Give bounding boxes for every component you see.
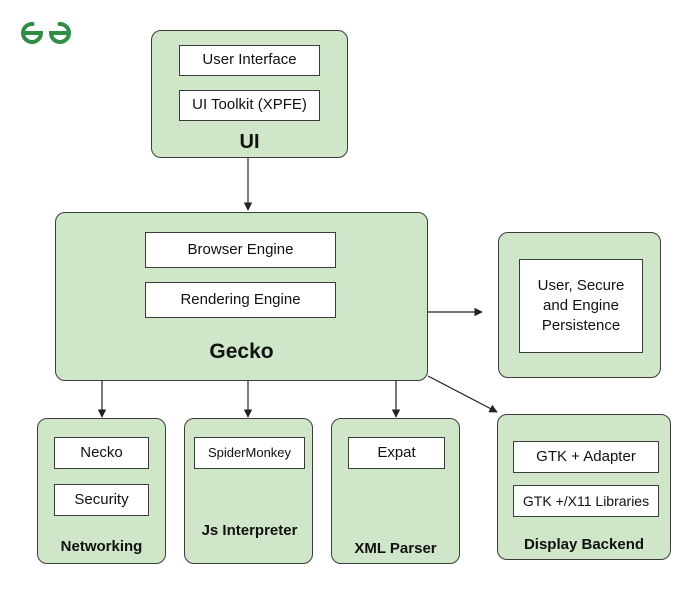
expat-label: Expat — [377, 443, 416, 461]
spidermonkey-label: SpiderMonkey — [207, 445, 292, 461]
networking-group: Necko Security Networking — [37, 418, 166, 564]
expat-box: Expat — [348, 437, 445, 469]
xml-parser-group-label: XML Parser — [354, 540, 437, 557]
browser-engine-label: Browser Engine — [187, 240, 294, 258]
rendering-engine-box: Rendering Engine — [145, 282, 336, 318]
gecko-group: Browser Engine Rendering Engine Gecko — [55, 212, 428, 381]
display-backend-group: GTK + Adapter GTK +/X11 Libraries Displa… — [497, 414, 671, 560]
gtk-adapter-label: GTK + Adapter — [536, 447, 636, 465]
persistence-group: User, Secure and Engine Persistence — [498, 232, 661, 378]
gtk-adapter-box: GTK + Adapter — [513, 441, 659, 473]
persistence-label: User, Secure and Engine Persistence — [537, 276, 625, 335]
browser-engine-box: Browser Engine — [145, 232, 336, 268]
xml-parser-group: Expat XML Parser — [331, 418, 460, 564]
networking-group-label: Networking — [60, 538, 143, 555]
gecko-group-label: Gecko — [209, 340, 274, 363]
security-label: Security — [74, 490, 129, 508]
ui-group: User Interface UI Toolkit (XPFE) UI — [151, 30, 348, 158]
spidermonkey-box: SpiderMonkey — [194, 437, 305, 469]
rendering-engine-label: Rendering Engine — [180, 290, 301, 308]
necko-label: Necko — [80, 443, 123, 461]
ui-toolkit-box: UI Toolkit (XPFE) — [179, 90, 320, 121]
display-backend-group-label: Display Backend — [523, 536, 645, 553]
persistence-box: User, Secure and Engine Persistence — [519, 259, 643, 353]
gfg-logo-icon — [20, 18, 72, 53]
security-box: Security — [54, 484, 149, 516]
ui-group-label: UI — [239, 131, 260, 153]
ui-toolkit-label: UI Toolkit (XPFE) — [192, 96, 307, 114]
gtk-x11-libraries-label: GTK +/X11 Libraries — [522, 492, 650, 509]
necko-box: Necko — [54, 437, 149, 469]
user-interface-box: User Interface — [179, 45, 320, 76]
user-interface-label: User Interface — [202, 51, 297, 69]
gtk-x11-libraries-box: GTK +/X11 Libraries — [513, 485, 659, 517]
arrow-gecko-to-display — [427, 375, 498, 413]
js-interpreter-group-label: Js Interpreter — [201, 522, 298, 539]
js-interpreter-group: SpiderMonkey Js Interpreter — [184, 418, 313, 564]
